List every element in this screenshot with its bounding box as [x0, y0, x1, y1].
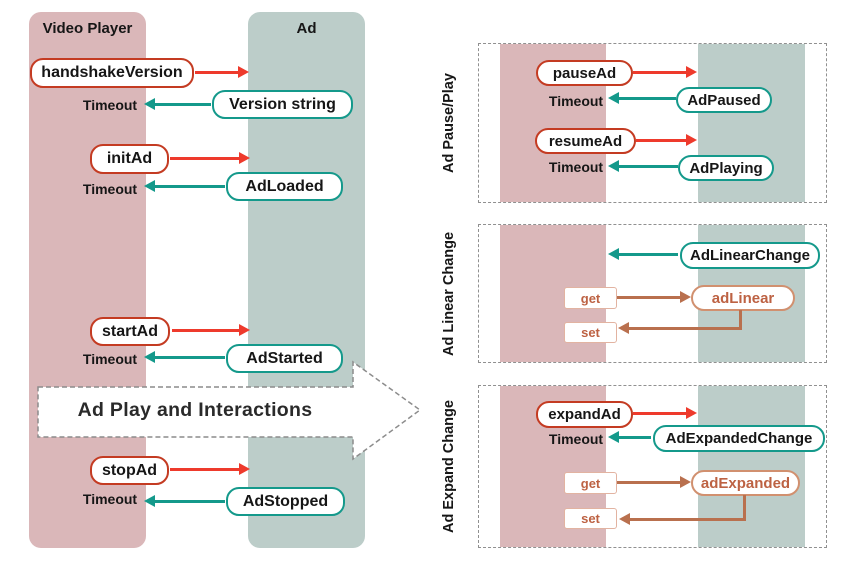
- response-pill-version-string: Version string: [212, 90, 353, 119]
- set-box-expand: set: [564, 508, 617, 529]
- arrow-handshakeversion: [195, 66, 249, 78]
- arrow-resumead: [636, 134, 697, 146]
- arrow-version-string: [144, 98, 211, 110]
- elbow-line-adlinear: [739, 310, 742, 329]
- ad-column-label: Ad: [296, 20, 317, 37]
- arrow-initad: [170, 152, 250, 164]
- set-box-linear: set: [564, 322, 617, 343]
- panel-expand-change: [478, 385, 827, 548]
- call-pill-pausead: pauseAd: [536, 60, 633, 86]
- timeout-label-1: Timeout: [82, 97, 138, 113]
- arrow-get-adexpanded: [617, 476, 691, 488]
- arrow-adexpandedchange: [608, 431, 651, 443]
- response-pill-adloaded: AdLoaded: [226, 172, 343, 201]
- panel-title-expand-change: Ad Expand Change: [441, 400, 457, 533]
- arrow-set-adlinear: [618, 322, 742, 334]
- arrow-pausead: [633, 66, 697, 78]
- big-arrow-label: Ad Play and Interactions: [77, 399, 313, 421]
- event-pill-adlinearchange: AdLinearChange: [680, 242, 820, 269]
- arrow-adplaying: [608, 160, 678, 172]
- arrow-startad: [172, 324, 250, 336]
- arrow-adlinearchange: [608, 248, 678, 260]
- arrow-adloaded: [144, 180, 225, 192]
- panel3-ad-stripe: [698, 386, 805, 547]
- panel-pause-play: [478, 43, 827, 203]
- arrow-set-adexpanded: [619, 513, 746, 525]
- timeout-label-pausead: Timeout: [548, 93, 604, 109]
- video-player-column: Video Player: [29, 12, 146, 548]
- timeout-label-4: Timeout: [82, 491, 138, 507]
- call-pill-stopad: stopAd: [90, 456, 169, 485]
- call-pill-expandad: expandAd: [536, 401, 633, 428]
- panel-title-pause-play: Ad Pause/Play: [441, 73, 457, 173]
- arrow-get-adlinear: [617, 291, 691, 303]
- call-pill-startad: startAd: [90, 317, 170, 346]
- timeout-label-3: Timeout: [82, 351, 138, 367]
- response-pill-adstopped: AdStopped: [226, 487, 345, 516]
- get-box-linear: get: [564, 287, 617, 309]
- timeout-label-expandad: Timeout: [548, 431, 604, 447]
- arrow-stopad: [170, 463, 250, 475]
- arrow-adstopped: [144, 495, 225, 507]
- get-box-expand: get: [564, 472, 617, 494]
- arrow-adpaused: [608, 92, 676, 104]
- panel-title-linear-change: Ad Linear Change: [441, 231, 457, 356]
- response-pill-adplaying: AdPlaying: [678, 155, 774, 181]
- video-player-column-label: Video Player: [42, 20, 133, 37]
- property-pill-adlinear: adLinear: [691, 285, 795, 311]
- arrow-adstarted: [144, 351, 225, 363]
- elbow-line-adexpanded: [743, 495, 746, 520]
- call-pill-resumead: resumeAd: [535, 128, 636, 154]
- response-pill-adstarted: AdStarted: [226, 344, 343, 373]
- response-pill-adpaused: AdPaused: [676, 87, 772, 113]
- call-pill-initad: initAd: [90, 144, 169, 174]
- arrow-expandad: [633, 407, 697, 419]
- call-pill-handshakeversion: handshakeVersion: [30, 58, 194, 88]
- timeout-label-2: Timeout: [82, 181, 138, 197]
- event-pill-adexpandedchange: AdExpandedChange: [653, 425, 825, 452]
- timeout-label-resumead: Timeout: [548, 159, 604, 175]
- property-pill-adexpanded: adExpanded: [691, 470, 800, 496]
